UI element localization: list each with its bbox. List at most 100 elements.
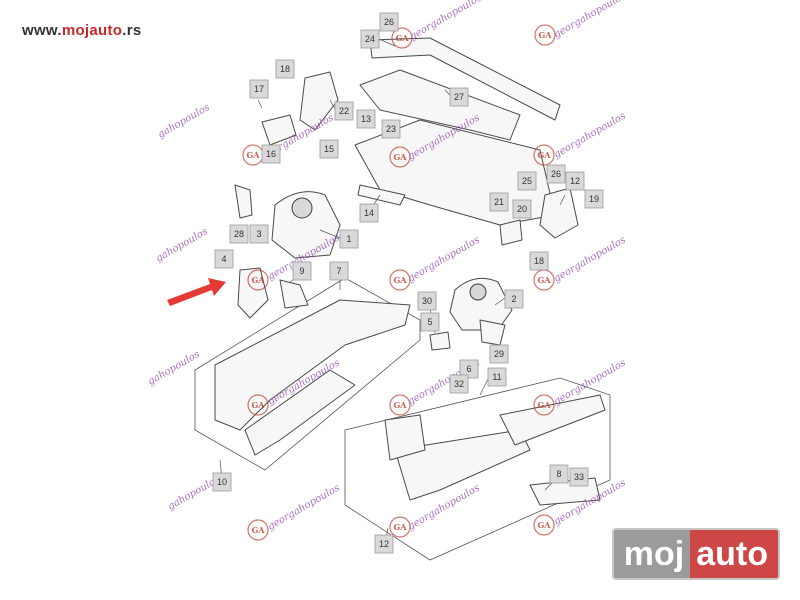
callout-number: 18: [534, 256, 544, 266]
watermark-text: georgahopoulos: [552, 0, 628, 41]
callout-19: 19: [584, 189, 604, 209]
watermark-seal: GA: [534, 24, 556, 46]
svg-text:GA: GA: [538, 30, 552, 40]
callout-number: 16: [266, 149, 276, 159]
callout-number: 19: [589, 194, 599, 204]
svg-text:GA: GA: [537, 400, 551, 410]
callout-number: 26: [551, 169, 561, 179]
callout-4: 4: [214, 249, 234, 269]
callout-6: 6: [459, 359, 479, 379]
callout-26: 26: [379, 12, 399, 32]
svg-text:GA: GA: [251, 525, 265, 535]
callout-number: 15: [324, 144, 334, 154]
svg-text:GA: GA: [393, 152, 407, 162]
watermark-text: georgahopoulos: [408, 0, 484, 43]
callout-number: 4: [221, 254, 226, 264]
callout-28: 28: [229, 224, 249, 244]
callout-1: 1: [339, 229, 359, 249]
svg-text:GA: GA: [251, 400, 265, 410]
callout-number: 13: [361, 114, 371, 124]
logo-part-moj: moj: [613, 530, 691, 578]
callout-number: 21: [494, 197, 504, 207]
strut-tower-right: [449, 277, 513, 331]
callout-number: 5: [427, 317, 432, 327]
callout-27: 27: [449, 87, 469, 107]
svg-text:GA: GA: [393, 400, 407, 410]
svg-text:GA: GA: [246, 150, 260, 160]
callout-number: 10: [217, 477, 227, 487]
callout-13: 13: [356, 109, 376, 129]
callout-22: 22: [334, 101, 354, 121]
callout-2: 2: [504, 289, 524, 309]
watermark-text: georgahopoulos: [266, 482, 342, 532]
watermark-text: georgahopoulos: [552, 234, 628, 284]
callout-24: 24: [360, 29, 380, 49]
callout-number: 9: [299, 266, 304, 276]
callout-number: 12: [379, 539, 389, 549]
callout-number: 26: [384, 17, 394, 27]
callout-number: 2: [511, 294, 516, 304]
callout-number: 30: [422, 296, 432, 306]
watermark-seal: GA: [389, 146, 411, 168]
callout-8: 8: [549, 464, 569, 484]
url-prefix: www.: [22, 22, 62, 39]
url-brand: mojauto: [61, 22, 123, 39]
callout-number: 14: [364, 208, 374, 218]
svg-text:GA: GA: [251, 275, 265, 285]
bracket-parts: [234, 71, 579, 351]
logo-part-auto: auto: [690, 530, 778, 578]
watermark-text: gahopoulos: [154, 226, 210, 265]
watermark-seal: GA: [533, 394, 555, 416]
callout-number: 6: [466, 364, 471, 374]
callout-number: 25: [522, 176, 532, 186]
callout-5: 5: [420, 312, 440, 332]
watermark-seal: GA: [391, 27, 413, 49]
watermark-seal: GA: [389, 394, 411, 416]
callout-30: 30: [417, 291, 437, 311]
callout-number: 28: [234, 229, 244, 239]
callout-29: 29: [489, 344, 509, 364]
callout-number: 27: [454, 92, 464, 102]
callout-number: 18: [280, 64, 290, 74]
callout-32: 32: [449, 374, 469, 394]
watermark-text: gahopoulos: [146, 349, 202, 388]
callout-number: 22: [339, 106, 349, 116]
callout-16: 16: [261, 144, 281, 164]
callout-number: 23: [386, 124, 396, 134]
callout-number: 32: [454, 379, 464, 389]
svg-text:GA: GA: [393, 522, 407, 532]
highlight-arrow: [167, 278, 226, 306]
callout-14: 14: [359, 203, 379, 223]
watermark-seal: GA: [247, 394, 269, 416]
watermark-seal: GA: [533, 514, 555, 536]
group-frame-right-rail: [344, 377, 611, 561]
callout-number: 29: [494, 349, 504, 359]
svg-text:GA: GA: [393, 275, 407, 285]
callout-17: 17: [249, 79, 269, 99]
callout-number: 11: [492, 372, 501, 382]
callout-23: 23: [381, 119, 401, 139]
callout-number: 3: [256, 229, 261, 239]
watermark-seal: GA: [247, 519, 269, 541]
watermark-seal: GA: [389, 269, 411, 291]
callout-12: 12: [565, 171, 585, 191]
callout-number: 12: [570, 176, 580, 186]
callout-18: 18: [275, 59, 295, 79]
svg-text:GA: GA: [537, 520, 551, 530]
watermark-seal: GA: [533, 144, 555, 166]
callout-number: 1: [346, 234, 351, 244]
callout-25: 25: [517, 171, 537, 191]
callout-number: 8: [556, 469, 561, 479]
watermark-text: gahopoulos: [156, 102, 212, 141]
callout-18: 18: [529, 251, 549, 271]
callout-number: 7: [336, 266, 341, 276]
watermark-seal: GA: [389, 516, 411, 538]
callout-11: 11: [487, 367, 507, 387]
watermark-text: georgahopoulos: [406, 234, 482, 284]
svg-text:GA: GA: [537, 275, 551, 285]
site-url[interactable]: www.mojauto.rs: [22, 22, 142, 39]
callout-3: 3: [249, 224, 269, 244]
mojauto-logo: moj auto: [611, 528, 780, 580]
